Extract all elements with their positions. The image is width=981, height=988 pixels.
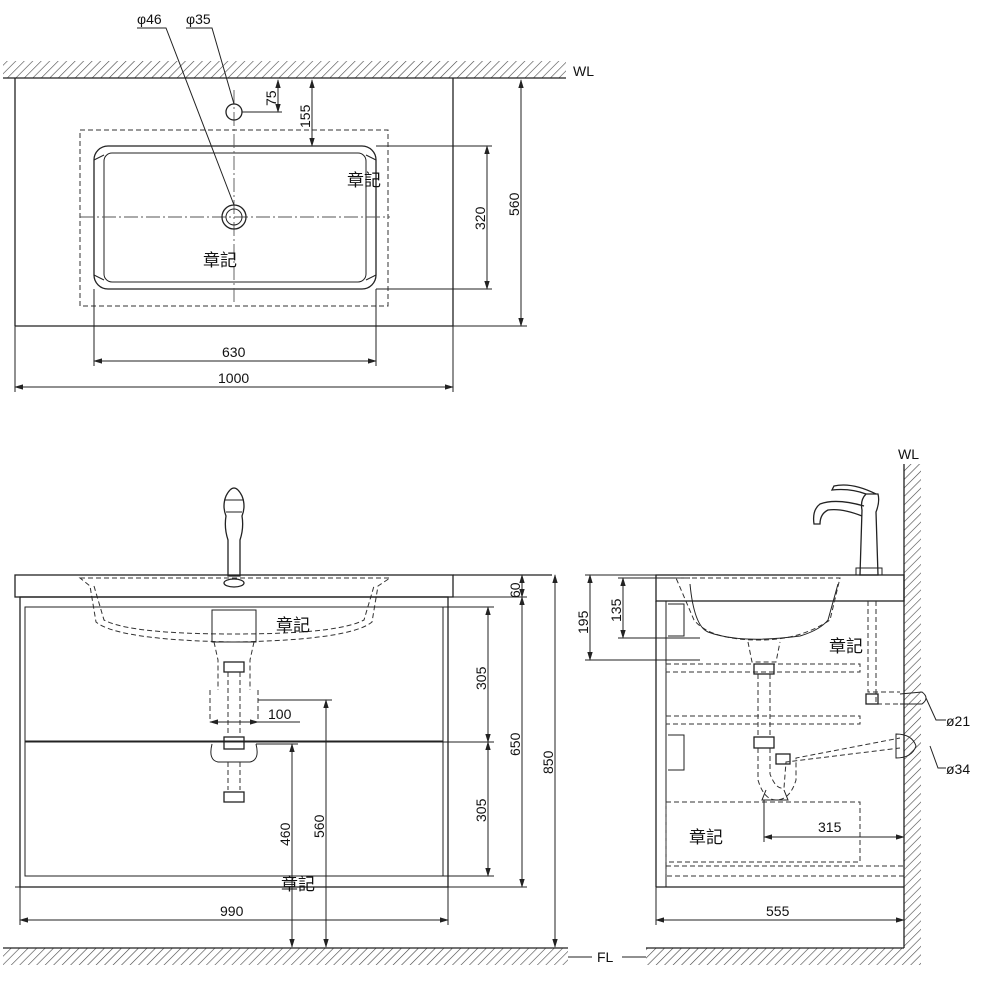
dim-560-text: 560 — [506, 192, 522, 216]
top-view: WL φ46 φ35 75 155 — [3, 11, 594, 392]
dim-630-text: 630 — [222, 344, 246, 360]
dim-100-text: 100 — [268, 706, 292, 722]
dim-195-text: 195 — [575, 610, 591, 634]
floor-hatch-right — [646, 948, 904, 965]
phi21-label: ø21 — [946, 713, 970, 729]
phi46-leader — [137, 27, 235, 206]
dim-305-upper-text: 305 — [473, 666, 489, 690]
phi34-leader — [929, 745, 946, 769]
phi34-label: ø34 — [946, 761, 970, 777]
front-view: 100 460 560 60 305 305 650 850 990 章記 章記 — [14, 487, 558, 948]
floor-hatch-left — [3, 948, 568, 965]
dim-650-text: 650 — [507, 732, 523, 756]
hinges-side — [668, 603, 685, 771]
drawer-rail-side — [665, 715, 861, 725]
drawer-lower — [24, 741, 444, 877]
basin-front-outline — [78, 577, 392, 643]
countertop-side — [655, 574, 905, 602]
supply-line — [867, 601, 900, 693]
dim-305-lower-text: 305 — [473, 798, 489, 822]
phi35-label: φ35 — [186, 11, 211, 27]
stamp-mark: 章記 — [203, 251, 237, 270]
dim-850-text: 850 — [540, 750, 556, 774]
phi46-label: φ46 — [137, 11, 162, 27]
floor: FL — [3, 947, 904, 965]
drawer-lower-side — [665, 801, 861, 863]
basin-corner — [365, 154, 377, 161]
basin-outer — [93, 145, 377, 290]
drain-assembly-side — [747, 641, 901, 801]
fl-label: FL — [597, 949, 614, 965]
dim-75-text: 75 — [263, 90, 279, 106]
basin-corner — [93, 274, 105, 281]
cabinet-base-side — [665, 865, 905, 877]
drawer-upper-side — [665, 663, 861, 673]
wall-hatch-top — [3, 61, 566, 78]
basin-corner — [93, 154, 105, 161]
dim-460-text: 460 — [277, 822, 293, 846]
dim-1000-text: 1000 — [218, 370, 249, 386]
basin-side-outline — [675, 577, 841, 641]
dim-990-text: 990 — [220, 903, 244, 919]
faucet-front — [223, 487, 245, 588]
wall-hatch-side — [904, 464, 921, 965]
phi21-leader — [925, 697, 946, 721]
drain-hole-inner — [225, 208, 243, 226]
basin-corner — [365, 274, 377, 281]
dim-60-text: 60 — [507, 582, 523, 598]
overflow-box — [211, 609, 257, 643]
stamp-mark: 章記 — [829, 637, 863, 656]
side-view: WL — [575, 446, 970, 965]
wl-label-top: WL — [573, 63, 594, 79]
dim-320-text: 320 — [472, 206, 488, 230]
phi35-leader — [186, 27, 235, 105]
drawer-upper — [24, 606, 444, 742]
stamp-mark: 章記 — [689, 828, 723, 847]
supply-valve — [865, 693, 879, 705]
drain-flange — [895, 733, 917, 759]
basin-inner — [103, 152, 367, 283]
dim-315-text: 315 — [818, 819, 842, 835]
stamp-mark: 章記 — [347, 171, 381, 190]
faucet-side — [812, 484, 883, 576]
dim-155-text: 155 — [297, 104, 313, 128]
stamp-mark: 章記 — [281, 875, 315, 894]
stamp-mark: 章記 — [276, 616, 310, 635]
supply-line — [875, 601, 900, 705]
dim-560-front-text: 560 — [311, 814, 327, 838]
dim-135-text: 135 — [608, 598, 624, 622]
basin-side-inner — [689, 583, 839, 640]
dim-555-text: 555 — [766, 903, 790, 919]
wl-label-side: WL — [898, 446, 919, 462]
